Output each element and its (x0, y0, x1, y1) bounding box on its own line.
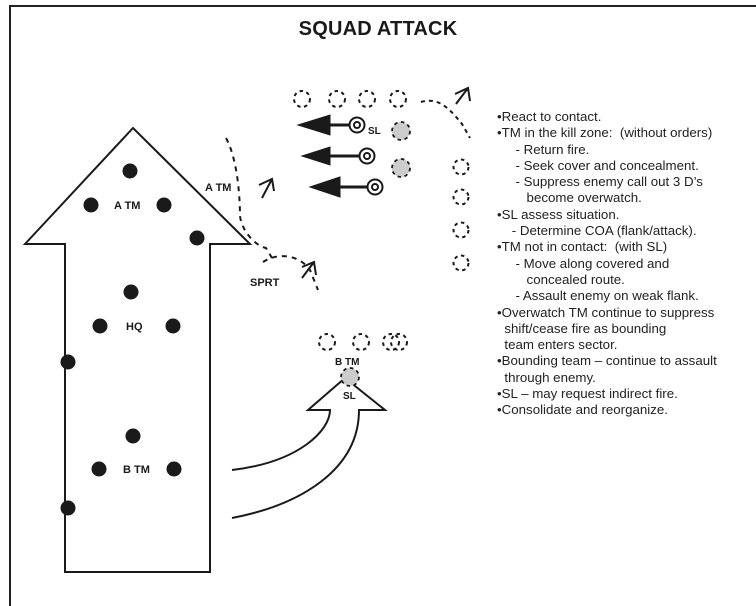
support-route-arrowhead (301, 260, 317, 279)
fire-arrows (296, 114, 368, 198)
soldier-dot (156, 197, 172, 213)
note-line: - Suppress enemy call out 3 D’s (497, 174, 703, 190)
soldier-dot (60, 354, 76, 370)
note-line: - Move along covered and (497, 255, 670, 271)
note-line: become overwatch. (497, 190, 642, 206)
a-team-route-arrowhead (258, 177, 275, 199)
soldier-dot (92, 318, 108, 334)
fire-arrowhead (300, 146, 331, 166)
b-team-label: B TM (123, 464, 150, 476)
soldier-dot (83, 197, 99, 213)
enemy-position-shaded (391, 121, 411, 141)
squad-leader-symbol-core (353, 121, 361, 129)
fire-arrowhead (308, 176, 341, 198)
enemy-position (358, 90, 376, 108)
note-line: - Assault enemy on weak flank. (497, 288, 699, 304)
enemy-position-shaded (391, 158, 411, 178)
enemy-position (452, 158, 470, 176)
enemy-position (293, 90, 311, 108)
a-team-label: A TM (114, 200, 140, 212)
note-line: through enemy. (497, 369, 596, 385)
a-team-route (225, 137, 273, 259)
note-line: •React to contact. (497, 109, 602, 124)
squad-leader-label: SL (368, 126, 381, 137)
diagram-frame (9, 5, 756, 606)
enemy-route-top (420, 99, 471, 139)
note-line: •TM not in contact: (with SL) (497, 239, 668, 255)
note-line: •TM in the kill zone: (without orders) (497, 125, 713, 141)
support-route (262, 255, 319, 291)
tactics-notes-list: •React to contact.•TM in the kill zone: … (497, 109, 756, 419)
enemy-position (452, 221, 470, 239)
enemy-position (389, 90, 407, 108)
soldier-dots (60, 163, 205, 516)
enemy-positions-shaded (391, 121, 411, 178)
enemy-route-top-arrowhead (454, 86, 471, 105)
enemy-position (390, 333, 408, 351)
soldier-dot (189, 230, 205, 246)
soldier-dot (166, 461, 182, 477)
note-line: shift/cease fire as bounding (497, 320, 667, 336)
note-line: team enters sector. (497, 337, 618, 353)
note-line: concealed route. (497, 271, 625, 287)
flanking-route-arrow (231, 376, 388, 519)
team-leader-symbol-core (363, 152, 371, 160)
note-line: - Seek cover and concealment. (497, 157, 699, 173)
note-line: •SL – may request indirect fire. (497, 386, 678, 402)
page-title: SQUAD ATTACK (298, 18, 458, 40)
enemy-positions-right (452, 158, 470, 272)
enemy-position (382, 333, 400, 351)
note-line: - Return fire. (497, 141, 590, 157)
enemy-position (318, 333, 336, 351)
note-line: •SL assess situation. (497, 206, 620, 222)
enemy-positions-objective (318, 333, 400, 351)
note-line: - Determine COA (flank/attack). (497, 223, 697, 239)
b-team-objective-label: B TM (335, 357, 359, 368)
leader-symbols (348, 116, 384, 196)
soldier-dot (60, 500, 76, 516)
squad-movement-arrow (22, 126, 253, 573)
enemy-position (452, 188, 470, 206)
sl-objective-label: SL (343, 391, 356, 402)
note-line: •Consolidate and reorganize. (497, 402, 668, 418)
a-team-move-label: A TM (205, 182, 231, 194)
support-label: SPRT (250, 277, 280, 289)
soldier-dot (123, 284, 139, 300)
enemy-position-shaded (340, 367, 360, 387)
hq-label: HQ (126, 321, 143, 333)
note-line: •Bounding team – continue to assault (497, 353, 717, 369)
fire-arrowhead (296, 114, 331, 136)
enemy-position (352, 333, 370, 351)
enemy-position (452, 254, 470, 272)
soldier-dot (122, 163, 138, 179)
note-line: •Overwatch TM continue to suppress (497, 304, 715, 320)
enemy-position (328, 90, 346, 108)
team-leader-symbol-core (371, 183, 379, 191)
soldier-dot (165, 318, 181, 334)
enemy-positions-top (293, 90, 407, 108)
soldier-dot (91, 461, 107, 477)
soldier-dot (125, 428, 141, 444)
